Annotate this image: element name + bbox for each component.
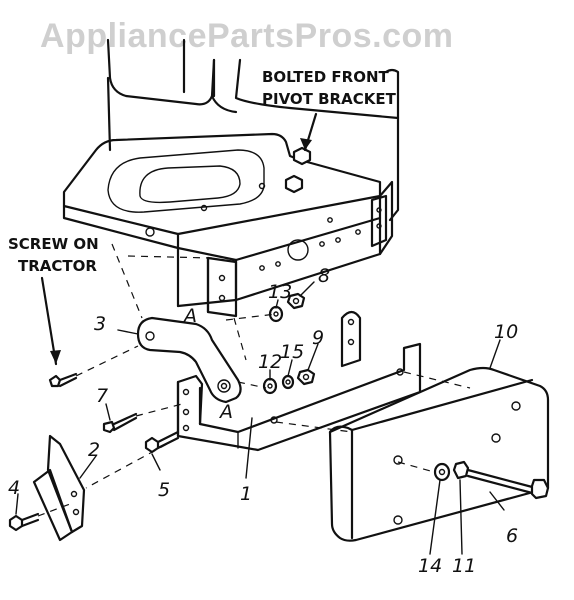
part-label-15: 15	[280, 341, 304, 363]
part-label-14: 14	[418, 555, 442, 577]
screw-7	[102, 412, 138, 434]
screw-tractor	[48, 372, 78, 388]
lockwasher-15	[281, 374, 295, 390]
part-label-3: 3	[94, 313, 106, 335]
washer-12	[262, 377, 278, 395]
part-label-11: 11	[452, 555, 476, 577]
part-label-4: 4	[8, 477, 20, 499]
callout-pivot-bracket-line1: BOLTED FRONT	[262, 68, 390, 86]
watermark-text: AppliancePartsPros.com	[40, 17, 453, 55]
part-label-2: 2	[88, 439, 100, 461]
tractor-frame	[62, 38, 400, 318]
part-label-6: 6	[506, 525, 518, 547]
front-weight	[328, 366, 550, 542]
weight-bracket	[176, 310, 422, 452]
part-label-8: 8	[318, 265, 330, 287]
pivot-arm	[136, 316, 242, 404]
nut-8	[286, 292, 306, 310]
bolt-4	[8, 512, 40, 532]
bolt-6	[466, 468, 550, 500]
part-label-12: 12	[258, 351, 282, 373]
callout-pivot-bracket-line2: PIVOT BRACKET	[262, 90, 397, 108]
part-label-10: 10	[494, 321, 518, 343]
bolt-5	[144, 430, 180, 454]
part-label-9: 9	[312, 327, 324, 349]
washer-14	[433, 462, 451, 482]
callout-screw-on-tractor-line2: TRACTOR	[18, 257, 97, 275]
part-label-1: 1	[240, 483, 252, 505]
part-label-7: 7	[96, 385, 108, 407]
callout-screw-on-tractor-line1: SCREW ON	[8, 235, 99, 253]
reference-letter-a-lower: A	[218, 401, 233, 423]
part-label-5: 5	[158, 479, 170, 501]
nut-11	[452, 460, 470, 480]
washer-13	[268, 305, 284, 323]
reference-letter-a-upper: A	[182, 305, 197, 327]
nut-9	[296, 368, 316, 386]
side-guard	[32, 434, 86, 542]
part-label-13: 13	[268, 281, 292, 303]
